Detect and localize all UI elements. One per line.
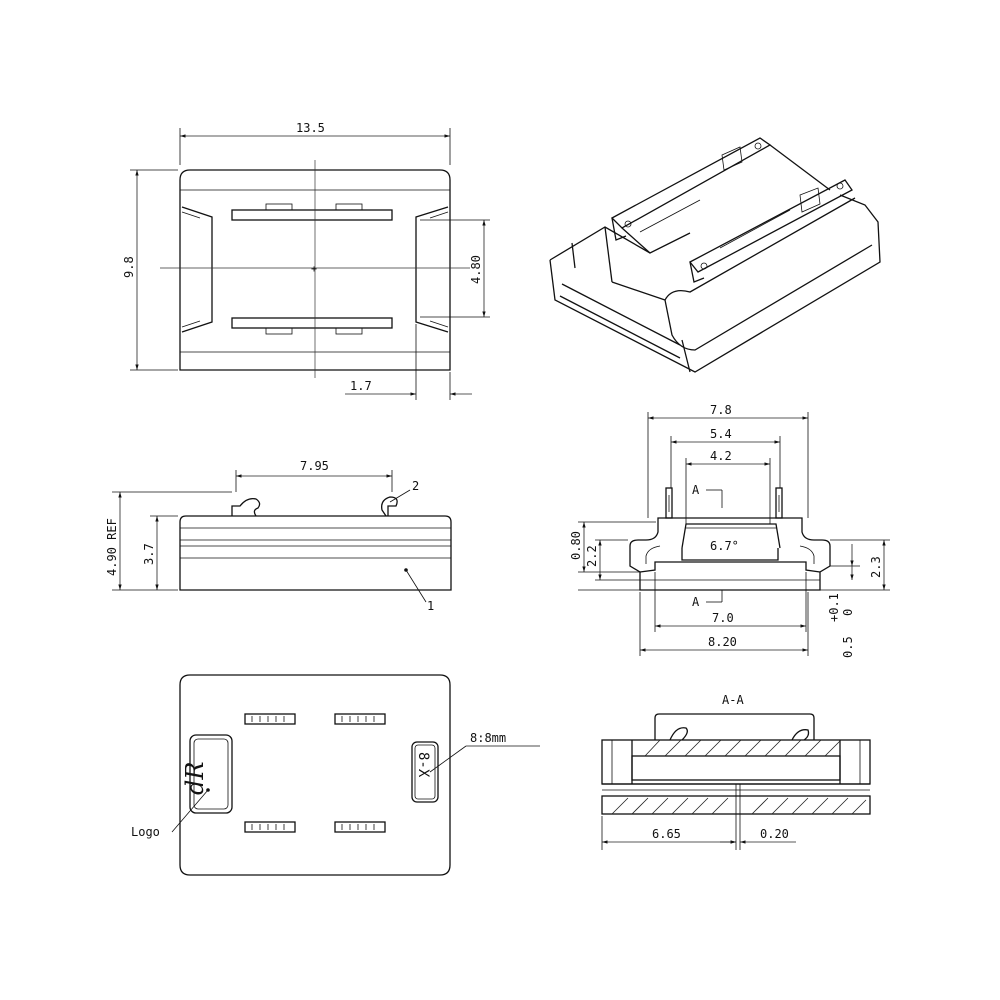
dim-pin-pitch: 7.95 [300,459,329,473]
marking-text: 8-X [415,752,431,778]
balloon-pin: 2 [412,479,419,493]
dim-tolerance-base: 0.5 [841,636,855,658]
dim-section-right: 0.20 [760,827,789,841]
section-mark-top: A [692,483,700,497]
dim-inner-height: 4.80 [469,255,483,284]
section-title: A-A [722,693,744,707]
dim-section-left: 6.65 [652,827,681,841]
dim-height-right: 2.3 [869,556,883,578]
top-view: + 13.5 9.8 4.80 1.7 [122,121,490,400]
logo-callout: Logo [131,825,160,839]
dim-overall-height: 4.90 REF [105,518,119,576]
dim-height: 9.8 [122,256,136,278]
angle-label: 6.7° [710,539,739,553]
marking-callout: 8:8mm [470,731,506,745]
dim-width-bottom-outer: 8.20 [708,635,737,649]
dim-body-height: 3.7 [142,543,156,565]
dim-tolerance-zero: 0 [841,609,855,616]
dim-wall: 1.7 [350,379,372,393]
iso-view [549,137,881,373]
dim-height-left-a: 0.80 [569,531,583,560]
section-mark-bottom: A [692,595,700,609]
dim-height-left-b: 2.2 [585,545,599,567]
dim-width-mid: 5.4 [710,427,732,441]
logo-mark: dR [181,762,209,795]
end-view: A A 6.7° 7.8 5.4 4.2 0.80 2.2 2.3 [569,403,890,658]
dim-width-inner: 4.2 [710,449,732,463]
bottom-view: dR 8-X Logo 8:8mm [131,674,540,876]
balloon-body: 1 [427,599,434,613]
svg-text:+: + [311,264,317,275]
dim-width-bottom-inner: 7.0 [712,611,734,625]
dim-width: 13.5 [296,121,325,135]
front-view: 7.95 2 1 4.90 REF 3.7 [105,459,452,613]
section-view: A-A 6.65 0.20 [601,693,871,850]
dim-tolerance-plus: +0.1 [827,593,841,622]
dim-width-outer: 7.8 [710,403,732,417]
